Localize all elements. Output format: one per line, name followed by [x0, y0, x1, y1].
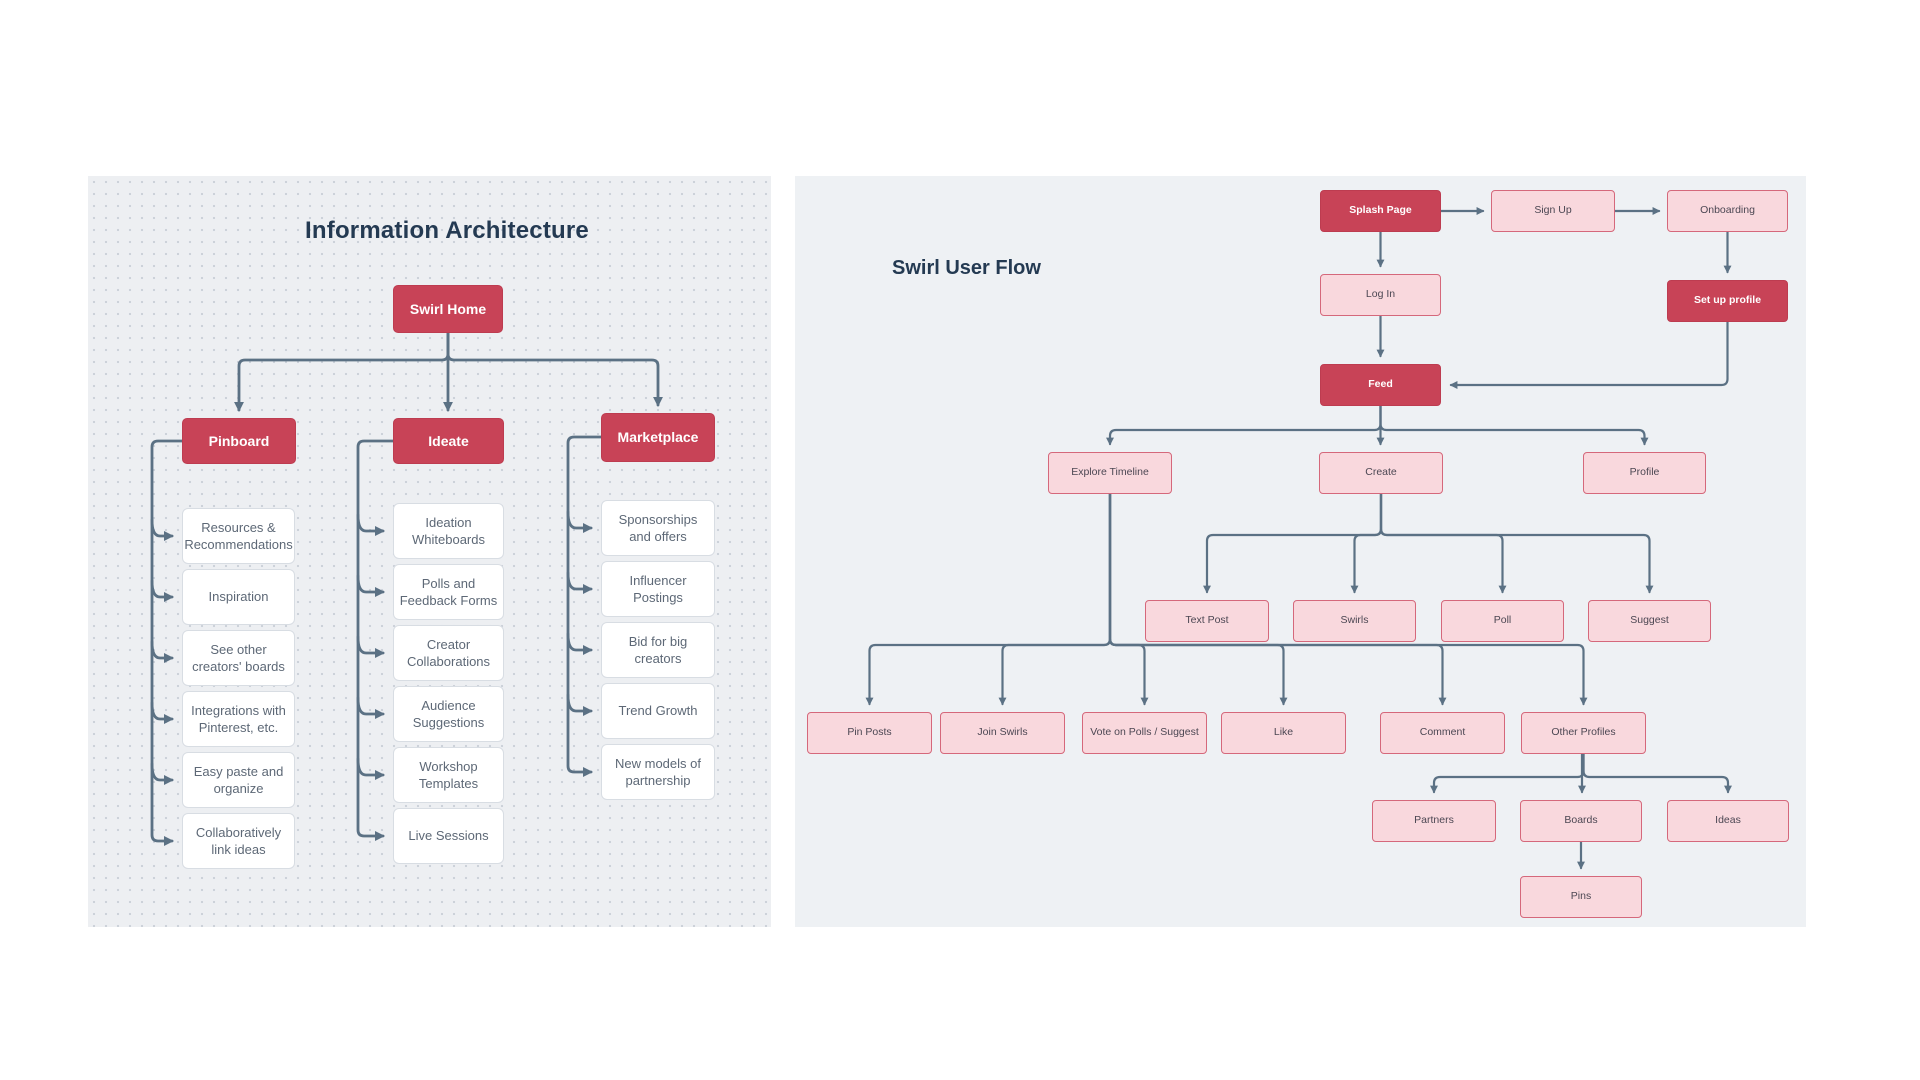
ia-child-collaboratively-link-ideas[interactable]: Collaboratively link ideas: [182, 813, 295, 869]
flow-node-suggest[interactable]: Suggest: [1588, 600, 1711, 642]
flow-node-boards[interactable]: Boards: [1520, 800, 1642, 842]
user-flow-title: Swirl User Flow: [892, 257, 1041, 279]
ia-child-influencer-postings[interactable]: Influencer Postings: [601, 561, 715, 617]
ia-child-audience-suggestions[interactable]: Audience Suggestions: [393, 686, 504, 742]
flow-node-sign-up[interactable]: Sign Up: [1491, 190, 1615, 232]
flow-node-set-up-profile[interactable]: Set up profile: [1667, 280, 1788, 322]
ia-child-polls-feedback-forms[interactable]: Polls and Feedback Forms: [393, 564, 504, 620]
flow-node-create[interactable]: Create: [1319, 452, 1443, 494]
ia-node-swirl-home[interactable]: Swirl Home: [393, 285, 503, 333]
ia-title: Information Architecture: [305, 217, 589, 244]
ia-node-marketplace[interactable]: Marketplace: [601, 413, 715, 462]
flow-node-onboarding[interactable]: Onboarding: [1667, 190, 1788, 232]
ia-child-ideation-whiteboards[interactable]: Ideation Whiteboards: [393, 503, 504, 559]
ia-child-workshop-templates[interactable]: Workshop Templates: [393, 747, 504, 803]
flow-node-log-in[interactable]: Log In: [1320, 274, 1441, 316]
ia-node-pinboard[interactable]: Pinboard: [182, 418, 296, 464]
ia-child-live-sessions[interactable]: Live Sessions: [393, 808, 504, 864]
flow-node-pins[interactable]: Pins: [1520, 876, 1642, 918]
flow-node-text-post[interactable]: Text Post: [1145, 600, 1269, 642]
flow-node-comment[interactable]: Comment: [1380, 712, 1505, 754]
ia-child-resources-recommendations[interactable]: Resources & Recommendations: [182, 508, 295, 564]
ia-child-creator-collaborations[interactable]: Creator Collaborations: [393, 625, 504, 681]
flow-node-like[interactable]: Like: [1221, 712, 1346, 754]
flow-node-partners[interactable]: Partners: [1372, 800, 1496, 842]
flow-node-feed[interactable]: Feed: [1320, 364, 1441, 406]
flow-node-splash-page[interactable]: Splash Page: [1320, 190, 1441, 232]
ia-child-sponsorships-offers[interactable]: Sponsorships and offers: [601, 500, 715, 556]
flow-node-vote-on-polls[interactable]: Vote on Polls / Suggest: [1082, 712, 1207, 754]
flow-node-join-swirls[interactable]: Join Swirls: [940, 712, 1065, 754]
user-flow-board: [795, 176, 1806, 927]
flow-node-pin-posts[interactable]: Pin Posts: [807, 712, 932, 754]
ia-child-integrations-pinterest[interactable]: Integrations with Pinterest, etc.: [182, 691, 295, 747]
flow-node-poll[interactable]: Poll: [1441, 600, 1564, 642]
flow-node-other-profiles[interactable]: Other Profiles: [1521, 712, 1646, 754]
ia-child-inspiration[interactable]: Inspiration: [182, 569, 295, 625]
ia-child-trend-growth[interactable]: Trend Growth: [601, 683, 715, 739]
ia-child-see-other-creators-boards[interactable]: See other creators' boards: [182, 630, 295, 686]
ia-child-new-models-partnership[interactable]: New models of partnership: [601, 744, 715, 800]
flow-node-swirls[interactable]: Swirls: [1293, 600, 1416, 642]
ia-node-ideate[interactable]: Ideate: [393, 418, 504, 464]
flow-node-explore-timeline[interactable]: Explore Timeline: [1048, 452, 1172, 494]
ia-child-bid-for-big-creators[interactable]: Bid for big creators: [601, 622, 715, 678]
flow-node-ideas[interactable]: Ideas: [1667, 800, 1789, 842]
flow-node-profile[interactable]: Profile: [1583, 452, 1706, 494]
ia-child-easy-paste-organize[interactable]: Easy paste and organize: [182, 752, 295, 808]
